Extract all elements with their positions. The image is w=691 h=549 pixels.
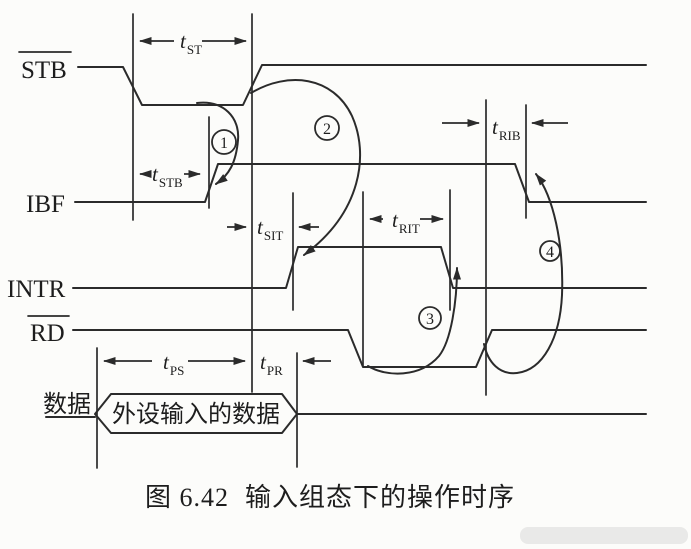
- step-2-number: 2: [323, 121, 331, 138]
- cause-effect-arrows: [196, 79, 564, 375]
- step-3-circle: [418, 306, 442, 330]
- signal-labels: STB IBF INTR RD 数据: [7, 51, 91, 418]
- data-bus-valid-label: 外设输入的数据: [112, 401, 280, 428]
- t-stb-label: tSTB: [152, 162, 183, 190]
- t-rib-label: tRIB: [492, 115, 521, 143]
- dimension-arrows: [103, 37, 568, 365]
- ibf-waveform: [74, 163, 647, 203]
- step-3-number: 3: [426, 311, 434, 328]
- stb-signal-label: STB: [21, 57, 67, 84]
- t-ps-label: tPS: [163, 350, 184, 378]
- data-signal-label: 数据: [43, 391, 91, 418]
- waveforms: 外设输入的数据: [45, 64, 647, 434]
- cause-arrow-1-stb-to-ibf: [196, 101, 240, 185]
- step-1-circle: [211, 129, 237, 155]
- cause-arrow-3-rd-to-intr: [367, 267, 461, 375]
- stb-waveform: [77, 64, 647, 106]
- rd-signal-label: RD: [30, 320, 65, 347]
- intr-signal-label: INTR: [7, 276, 66, 303]
- ibf-signal-label: IBF: [26, 191, 65, 218]
- t-rit-label: tRIT: [392, 208, 420, 236]
- step-4-circle: [539, 240, 561, 262]
- scan-smudge: [520, 527, 688, 544]
- cause-arrow-2-stb-to-intr: [250, 79, 362, 256]
- step-4-number: 4: [546, 244, 554, 261]
- timing-labels: tST tSTB tSIT tRIT tRIB tPS tPR: [152, 29, 521, 378]
- rd-waveform: [72, 329, 647, 368]
- figure-caption-number: 图 6.42: [145, 483, 229, 512]
- step-markers: 1 2 3 4: [211, 115, 561, 330]
- t-pr-label: tPR: [260, 350, 283, 378]
- step-2-circle: [314, 115, 340, 141]
- t-st-label: tST: [180, 29, 202, 57]
- dimension-lines: [96, 13, 527, 469]
- cause-arrow-4-rd-to-ibf: [483, 173, 564, 375]
- figure-caption-title: 输入组态下的操作时序: [245, 483, 515, 512]
- figure-caption: 图 6.42 输入组态下的操作时序: [145, 483, 515, 512]
- step-1-number: 1: [220, 135, 228, 152]
- t-sit-label: tSIT: [257, 215, 283, 243]
